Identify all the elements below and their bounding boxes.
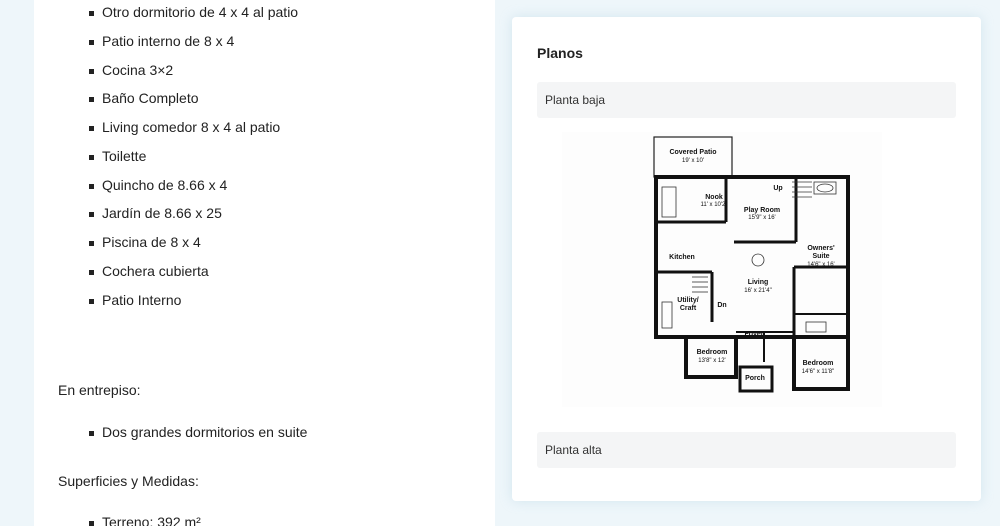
room-label: Suite (812, 253, 829, 260)
list-item: Otro dormitorio de 4 x 4 al patio (89, 4, 298, 20)
room-size: 14'6" x 16' (807, 262, 834, 268)
room-size: 13'8" x 12' (698, 358, 725, 364)
room-label: Utility/ (677, 297, 698, 304)
room-size: 19' x 10' (682, 158, 704, 164)
room-size: 11' x 10'2" (701, 202, 728, 208)
room-label: Living (748, 279, 769, 286)
bullet-icon (89, 299, 94, 304)
bullet-icon (89, 97, 94, 102)
entrepiso-heading: En entrepiso: (58, 382, 141, 398)
room-label: Owners' (807, 245, 835, 252)
list-item: Terreno: 392 m² (89, 514, 201, 526)
list-item: Jardín de 8.66 x 25 (89, 205, 222, 221)
accordion-label: Planta alta (545, 443, 602, 457)
bullet-icon (89, 431, 94, 436)
room-size: 14'6" x 11'8" (802, 369, 834, 375)
list-item: Patio Interno (89, 292, 181, 308)
floor-plan-image: Covered Patio Nook Play Room Kitchen Own… (562, 132, 882, 407)
bullet-icon (89, 126, 94, 131)
room-label: Play Room (744, 207, 780, 214)
marker-label: Up (773, 185, 782, 192)
list-item: Quincho de 8.66 x 4 (89, 177, 227, 193)
list-item: Living comedor 8 x 4 al patio (89, 119, 280, 135)
bullet-icon (89, 184, 94, 189)
accordion-label: Planta baja (545, 93, 606, 107)
list-item: Dos grandes dormitorios en suite (89, 424, 307, 440)
room-label: Kitchen (669, 254, 695, 261)
bullet-icon (89, 270, 94, 275)
accordion-planta-alta[interactable]: Planta alta (537, 432, 956, 468)
room-label: Covered Patio (669, 149, 716, 156)
room-label: Bedroom (803, 360, 834, 367)
bullet-icon (89, 40, 94, 45)
list-item: Patio interno de 8 x 4 (89, 33, 234, 49)
room-label: Nook (705, 194, 723, 201)
superficies-heading: Superficies y Medidas: (58, 473, 199, 489)
room-size: 15'9" x 16' (748, 215, 775, 221)
bullet-icon (89, 69, 94, 74)
list-item: Piscina de 8 x 4 (89, 234, 201, 250)
room-label: Bedroom (697, 349, 728, 356)
bullet-icon (89, 11, 94, 16)
room-label: Craft (680, 305, 697, 312)
bullet-icon (89, 521, 94, 526)
room-label: Porch (745, 375, 765, 382)
bullet-icon (89, 241, 94, 246)
list-item: Cocina 3×2 (89, 62, 173, 78)
list-item: Baño Completo (89, 90, 199, 106)
description-panel: Otro dormitorio de 4 x 4 al patio Patio … (34, 0, 495, 526)
accordion-planta-baja[interactable]: Planta baja (537, 82, 956, 118)
bullet-icon (89, 212, 94, 217)
planos-card: Planos Planta baja (512, 17, 981, 501)
list-item: Toilette (89, 148, 146, 164)
list-item: Cochera cubierta (89, 263, 209, 279)
bullet-icon (89, 155, 94, 160)
marker-label: Dn (717, 302, 726, 309)
room-size: 16' x 21'4" (744, 288, 771, 294)
room-label: Foyer (744, 331, 763, 338)
planos-title: Planos (537, 45, 583, 61)
